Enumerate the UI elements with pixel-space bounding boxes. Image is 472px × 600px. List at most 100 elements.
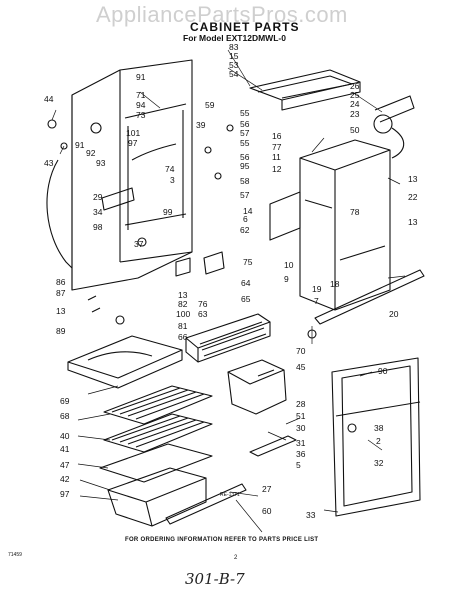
callout: 69 [60, 396, 70, 406]
callout: 78 [350, 207, 360, 217]
callout: 91 [136, 72, 146, 82]
callout: 7 [314, 296, 319, 306]
watermark: AppliancePartsPros.com [96, 2, 348, 27]
callout: 65 [241, 294, 251, 304]
ordering-info-footer: FOR ORDERING INFORMATION REFER TO PARTS … [125, 537, 319, 543]
callout: 74 [165, 164, 175, 174]
drip-tray-drawing [249, 69, 361, 111]
callout: 70 [296, 346, 306, 356]
callout: 19 [312, 284, 322, 294]
refrigerator-door-drawing [331, 357, 421, 517]
callout: 97 [60, 489, 70, 499]
callout: 14 [243, 206, 253, 216]
callout: 56 [240, 152, 250, 162]
callout: 59 [205, 100, 215, 110]
callout: 12 [272, 164, 282, 174]
callout: 34 [93, 207, 103, 217]
callout: 10 [284, 260, 294, 270]
callout: 76 [198, 299, 208, 309]
callout: 73 [136, 110, 146, 120]
callout: 26 [350, 81, 360, 91]
callout: 86 [56, 277, 66, 287]
callout: 54 [229, 69, 239, 79]
callout: 94 [136, 100, 146, 110]
callout: 68 [60, 411, 70, 421]
drain-trough-drawing [314, 269, 425, 325]
callout: 95 [240, 161, 250, 171]
callout: 28 [296, 399, 306, 409]
fan-motor-drawing [373, 114, 393, 134]
callout: 60 [262, 506, 272, 516]
callout: 82 [178, 299, 188, 309]
callout: 30 [296, 423, 306, 433]
callout: 57 [240, 190, 250, 200]
callout: 39 [196, 120, 206, 130]
floor-grille-drawing [185, 313, 271, 363]
callout: 83 [229, 42, 239, 52]
door-bracket-drawing [249, 435, 297, 457]
callout: 47 [60, 460, 70, 470]
callout: 57 [240, 128, 250, 138]
page-number: 2 [234, 555, 238, 561]
bottom-tray-drawing [67, 335, 183, 389]
drain-tube-drawing [46, 159, 73, 269]
callout: 71 [136, 90, 146, 100]
callout: 3 [170, 175, 175, 185]
wire-shelf-upper-drawing [103, 385, 213, 425]
callout: 56 [240, 119, 250, 129]
callout: 100 [176, 309, 190, 319]
callout: 20 [389, 309, 399, 319]
callout: 92 [86, 148, 96, 158]
callout: 41 [60, 444, 70, 454]
reference-code: RE-1371 [220, 492, 240, 498]
callout: 13 [408, 217, 418, 227]
callout: 87 [56, 288, 66, 298]
callout: 63 [198, 309, 208, 319]
callout: 50 [350, 125, 360, 135]
callout: 29 [93, 192, 103, 202]
callout: 13 [408, 174, 418, 184]
callout: 2 [376, 436, 381, 446]
model-subtitle: For Model EXT12DMWL-0 [183, 33, 286, 43]
callout: 51 [296, 411, 306, 421]
callout: 23 [350, 109, 360, 119]
callout: 38 [374, 423, 384, 433]
callout: 15 [229, 51, 239, 61]
callout-labels: 83 15 53 54 44 91 71 94 73 101 97 91 92 … [44, 42, 418, 520]
callout: 55 [240, 138, 250, 148]
control-housing-drawing [269, 191, 301, 241]
cover-rail-drawing [165, 483, 247, 525]
callout: 91 [75, 140, 85, 150]
callout: 31 [296, 438, 306, 448]
callout: 64 [241, 278, 251, 288]
form-number: 71459 [8, 552, 22, 558]
callout: 42 [60, 474, 70, 484]
callout: 66 [178, 332, 188, 342]
callout: 99 [163, 207, 173, 217]
callout: 36 [296, 449, 306, 459]
cabinet-shell-drawing [71, 59, 193, 291]
callout: 44 [44, 94, 54, 104]
callout: 62 [240, 225, 250, 235]
callout: 53 [229, 60, 239, 70]
handwritten-note: 301-B-7 [185, 570, 245, 588]
callout: 89 [56, 326, 66, 336]
callout: 90 [378, 366, 388, 376]
callout: 24 [350, 99, 360, 109]
callout: 32 [374, 458, 384, 468]
callout: 58 [240, 176, 250, 186]
callout: 75 [243, 257, 253, 267]
glass-shelf-drawing [99, 443, 213, 483]
callout: 55 [240, 108, 250, 118]
callout: 81 [178, 321, 188, 331]
callout: 33 [306, 510, 316, 520]
callout: 27 [262, 484, 272, 494]
callout: 43 [44, 158, 54, 168]
callout: 13 [56, 306, 66, 316]
crisper-drawer-drawing [107, 467, 207, 527]
callout: 40 [60, 431, 70, 441]
callout: 11 [272, 152, 281, 162]
wire-shelf-lower-drawing [103, 413, 213, 453]
callout: 37 [134, 239, 144, 249]
